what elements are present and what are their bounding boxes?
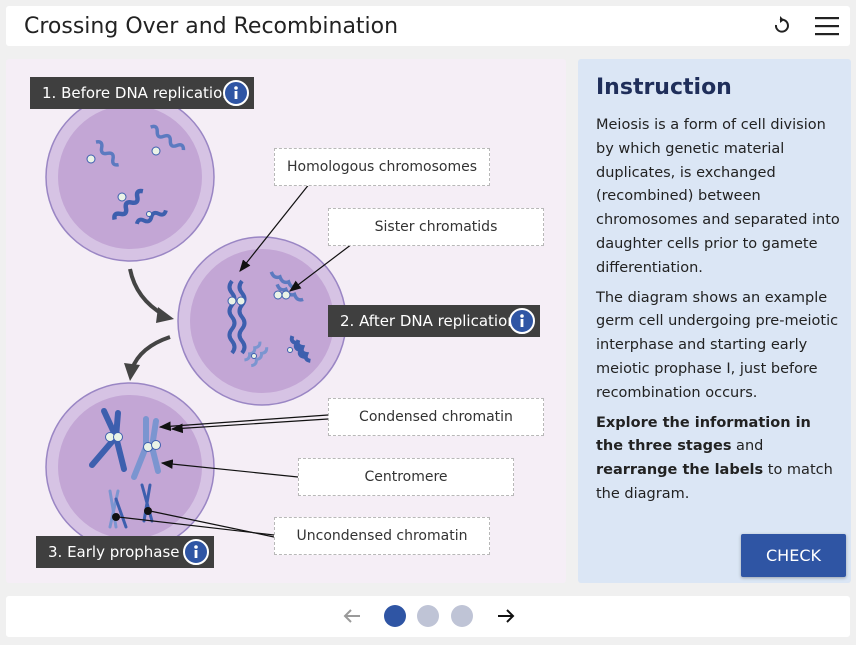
stage-3-label: 3. Early prophase I: [48, 543, 189, 561]
menu-button[interactable]: [812, 12, 842, 40]
page-title: Crossing Over and Recombination: [24, 14, 399, 39]
instruction-title: Instruction: [596, 75, 732, 100]
instruction-paragraph-1: Meiosis is a form of cell division by wh…: [596, 117, 840, 276]
instruction-bold-2: rearrange the labels: [596, 462, 764, 479]
stage-1-button[interactable]: 1. Before DNA replication: [30, 77, 254, 109]
label-homologous-chromosomes[interactable]: Homologous chromosomes: [274, 148, 490, 186]
hamburger-menu-icon: [815, 17, 839, 36]
instruction-paragraph-3: Explore the information in the three sta…: [596, 412, 842, 507]
instruction-end: to match the diagram.: [596, 462, 833, 502]
arrow-right-icon: [498, 609, 515, 623]
stage-1-label: 1. Before DNA replication: [42, 84, 232, 102]
label-sister-chromatids[interactable]: Sister chromatids: [328, 208, 544, 246]
cell-before-replication: [45, 92, 215, 262]
stage-2-label: 2. After DNA replication: [340, 312, 517, 330]
check-button[interactable]: CHECK: [741, 534, 846, 577]
reset-icon: [774, 16, 789, 33]
instruction-bold-1: Explore the information in the three sta…: [596, 414, 811, 455]
arrow-left-icon: [343, 609, 360, 623]
stage-2-info-icon[interactable]: [509, 308, 535, 334]
page-dot-2[interactable]: [417, 605, 439, 627]
label-centromere[interactable]: Centromere: [298, 458, 514, 496]
reset-button[interactable]: [766, 12, 796, 40]
next-page-button[interactable]: [493, 604, 519, 628]
stage-3-button[interactable]: 3. Early prophase I: [36, 536, 214, 568]
cell-after-replication: [177, 236, 347, 406]
page-dot-1[interactable]: [384, 605, 406, 627]
instruction-panel: Instruction Meiosis is a form of cell di…: [578, 59, 851, 583]
header-bar: Crossing Over and Recombination: [6, 6, 850, 46]
cell-early-prophase: [45, 382, 215, 552]
transition-arrow-2: [130, 335, 171, 370]
instruction-mid: and: [731, 438, 764, 455]
instruction-paragraph-2: The diagram shows an example germ cell u…: [596, 289, 839, 401]
instruction-text: Meiosis is a form of cell division by wh…: [596, 114, 842, 513]
stage-2-button[interactable]: 2. After DNA replication: [328, 305, 540, 337]
label-uncondensed-chromatin[interactable]: Uncondensed chromatin: [274, 517, 490, 555]
pagination-bar: [6, 596, 850, 637]
stage-3-info-icon[interactable]: [183, 539, 209, 565]
stage-1-info-icon[interactable]: [223, 80, 249, 106]
page-dot-3[interactable]: [451, 605, 473, 627]
prev-page-button[interactable]: [339, 604, 365, 628]
label-condensed-chromatin[interactable]: Condensed chromatin: [328, 398, 544, 436]
diagram-panel: 1. Before DNA replication 2. After DNA r…: [6, 59, 566, 583]
